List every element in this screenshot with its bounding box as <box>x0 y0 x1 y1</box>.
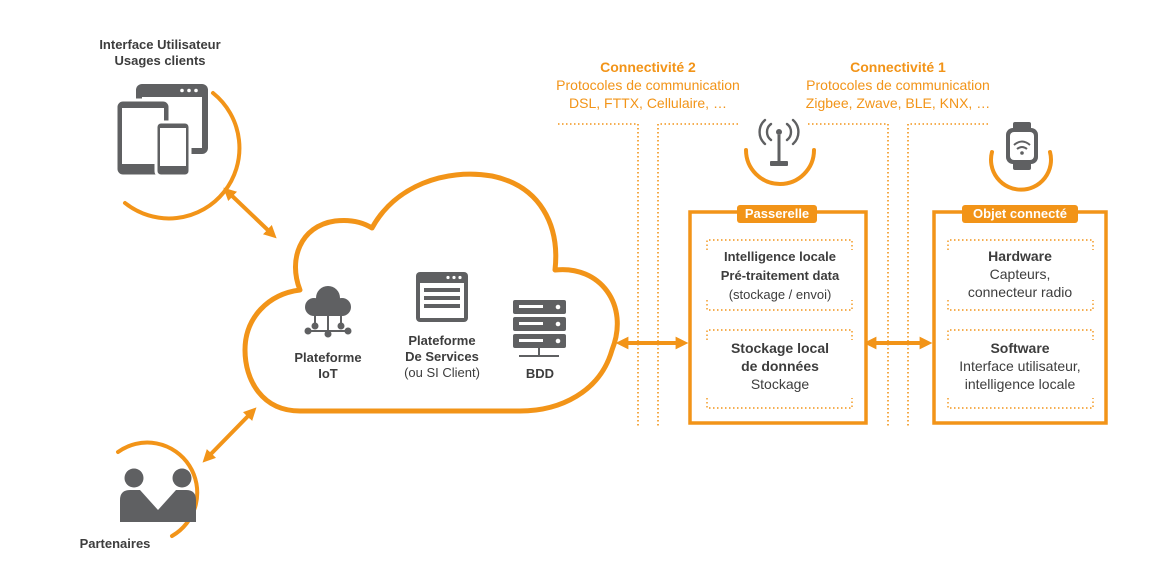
partners-label: Partenaires <box>79 536 151 551</box>
connectivity-2-line-left <box>558 123 639 428</box>
devices-icon <box>114 84 242 221</box>
connected-object-section2-line3: intelligence locale <box>964 376 1076 392</box>
services-platform-line3: (ou SI Client) <box>404 365 480 380</box>
connected-object-title-tab <box>962 205 1078 223</box>
connected-object-sections <box>947 239 1094 409</box>
user-interface-title-line2: Usages clients <box>114 53 206 68</box>
iot-platform-label: Plateforme IoT <box>280 350 376 382</box>
arrow-ui-cloud <box>223 187 277 239</box>
connectivity-1-title: Connectivité 1 <box>850 59 946 75</box>
user-interface-title-line1: Interface Utilisateur <box>99 37 221 52</box>
services-platform-line1: Plateforme <box>408 333 476 348</box>
database-label: BDD <box>525 366 555 381</box>
connected-object-section2-line1: Software <box>990 340 1050 356</box>
connected-object-section1: Hardware Capteurs, connecteur radio <box>940 247 1100 301</box>
connected-object-section2: Software Interface utilisateur, intellig… <box>940 339 1100 393</box>
gateway-section1-line1: Intelligence locale <box>724 249 836 264</box>
connectivity-dotted-lines <box>558 123 988 428</box>
connected-object-section1-line2: Capteurs, <box>989 266 1051 282</box>
gateway-title-tab <box>737 205 817 223</box>
arrow-partners-cloud <box>202 407 257 463</box>
connected-object-section2-line2: Interface utilisateur, <box>959 358 1081 374</box>
smartwatch-icon <box>989 122 1053 192</box>
connected-object-title: Objet connecté <box>973 206 1067 221</box>
gateway-section1-line3: (stockage / envoi) <box>728 287 832 302</box>
connectivity-1-line2: Zigbee, Zwave, BLE, KNX, … <box>805 95 991 111</box>
user-interface-label: Interface Utilisateur Usages clients <box>80 37 240 69</box>
connectivity-2-block: Connectivité 2 Protocoles de communicati… <box>548 58 748 112</box>
iot-platform-line1: Plateforme <box>294 350 362 365</box>
gateway-title: Passerelle <box>744 206 810 221</box>
gateway-section2-line3: Stockage <box>750 376 810 392</box>
connectivity-1-line-right <box>907 123 988 428</box>
services-platform-label: Plateforme De Services (ou SI Client) <box>390 333 494 381</box>
connectivity-1-line-left <box>808 123 889 428</box>
server-icon <box>513 300 566 357</box>
iot-platform-line2: IoT <box>318 366 338 381</box>
antenna-icon <box>744 118 816 186</box>
gateway-section1-line2: Pré-traitement data <box>720 268 840 283</box>
gateway-box <box>688 210 868 425</box>
connectivity-2-line1: Protocoles de communication <box>556 77 740 93</box>
handshake-people-icon <box>116 440 200 538</box>
connectivity-1-block: Connectivité 1 Protocoles de communicati… <box>798 58 998 112</box>
services-platform-line2: De Services <box>405 349 479 364</box>
connectivity-1-line1: Protocoles de communication <box>806 77 990 93</box>
connectivity-2-title: Connectivité 2 <box>600 59 696 75</box>
gateway-section2-line2: de données <box>741 358 819 374</box>
connected-object-section1-line1: Hardware <box>988 248 1052 264</box>
gateway-section2-line1: Stockage local <box>730 340 830 356</box>
connected-object-section1-line3: connecteur radio <box>967 284 1073 300</box>
gateway-section1: Intelligence locale Pré-traitement data … <box>700 247 860 304</box>
gateway-sections <box>706 239 853 409</box>
gateway-section2: Stockage local de données Stockage <box>700 339 860 393</box>
connectivity-2-line-right <box>657 123 738 428</box>
cloud-network-icon <box>304 286 352 338</box>
connectivity-2-line2: DSL, FTTX, Cellulaire, … <box>569 95 727 111</box>
browser-window-icon <box>416 272 468 322</box>
